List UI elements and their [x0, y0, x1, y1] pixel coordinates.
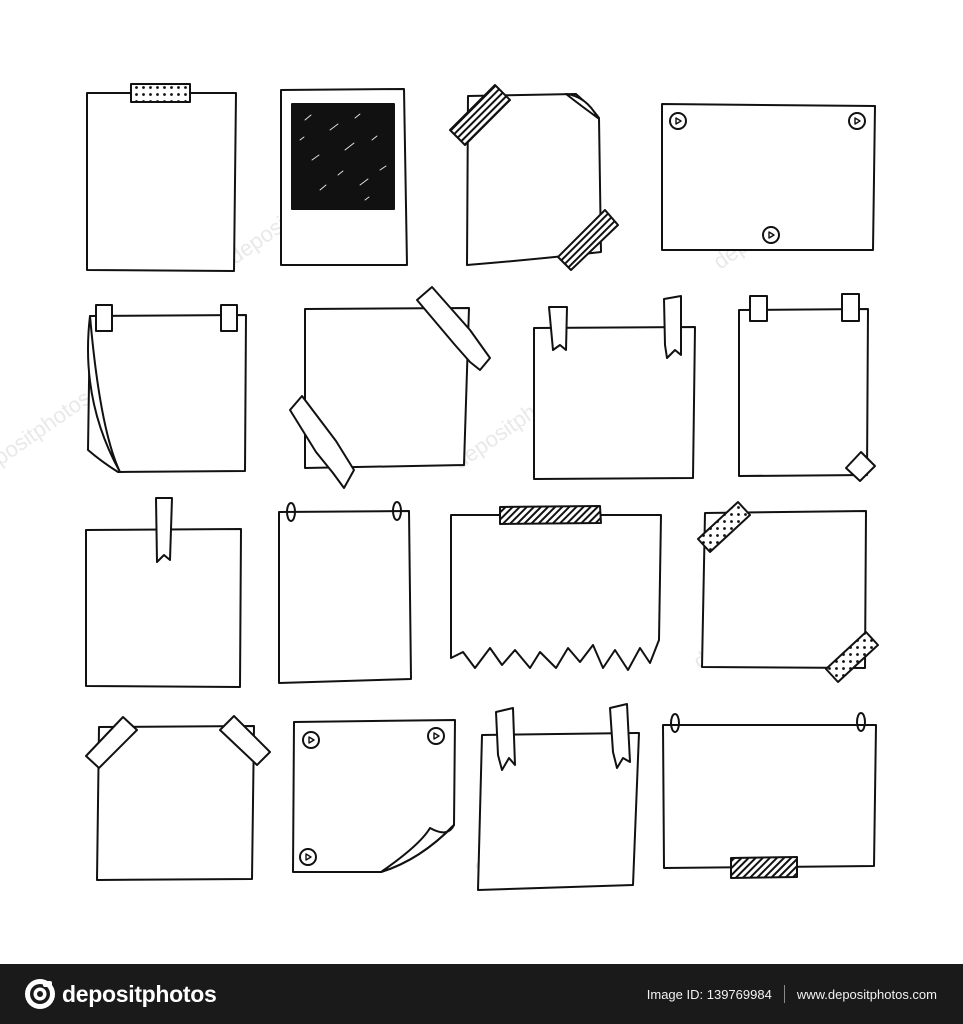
note-torn-bottom — [450, 505, 662, 671]
torn-tape — [663, 295, 682, 359]
image-id: Image ID: 139769984 — [646, 986, 772, 1002]
watermark-text: depositphotos — [0, 385, 95, 484]
note-striped-tape-corners — [449, 84, 619, 271]
polaroid-photo — [291, 103, 395, 210]
curled-corner — [87, 315, 121, 473]
polka-dot-tape — [130, 83, 191, 103]
note-single-torn-tape — [85, 497, 242, 688]
curled-corner — [565, 93, 599, 119]
striped-tape — [730, 856, 798, 879]
note-pushpins-curl — [292, 719, 456, 873]
torn-tape — [155, 497, 173, 563]
tape — [85, 716, 138, 769]
striped-tape — [557, 209, 619, 271]
note-torn-tape-diagonal — [289, 286, 491, 489]
torn-tape — [495, 707, 516, 771]
brand-logo[interactable]: depositphotos — [24, 978, 217, 1010]
camera-logo-icon — [25, 979, 55, 1009]
site-url-link[interactable]: www.depositphotos.com — [796, 986, 937, 1002]
tape-tab — [220, 304, 238, 332]
binder-ring — [670, 713, 680, 733]
torn-tape — [289, 395, 355, 489]
footer-bar: depositphotos Image ID: 139769984 www.de… — [0, 964, 963, 1024]
curled-corner — [380, 824, 455, 873]
polka-dot-tape — [825, 631, 879, 683]
tape — [219, 715, 271, 766]
torn-tape — [416, 286, 491, 371]
torn-tape — [609, 703, 631, 769]
polka-dot-tape — [697, 501, 751, 553]
pushpin-icon — [302, 731, 320, 749]
pushpin-icon — [669, 112, 687, 130]
striped-tape — [449, 84, 511, 146]
note-rings-bottom-tape — [662, 712, 877, 879]
note-curled-corner-tabs — [87, 304, 247, 473]
torn-tape — [548, 306, 568, 351]
footer-divider — [783, 985, 785, 1003]
striped-tape — [499, 505, 602, 525]
binder-ring — [286, 502, 296, 522]
illustration-canvas: depositphotos depositphotos depositphoto… — [0, 83, 879, 891]
note-two-torn-tapes — [477, 703, 640, 891]
pushpin-icon — [762, 226, 780, 244]
note-pushpins — [661, 103, 876, 251]
brand-name: depositphotos — [62, 980, 217, 1007]
note-tape-top — [86, 83, 237, 272]
footer-meta: Image ID: 139769984 www.depositphotos.co… — [647, 964, 937, 1024]
note-polaroid — [280, 88, 408, 266]
tape-tab — [841, 293, 860, 322]
pushpin-icon — [299, 848, 317, 866]
note-tape-corners — [85, 715, 271, 881]
pushpin-icon — [427, 727, 445, 745]
tape-tab — [749, 295, 768, 322]
binder-ring — [856, 712, 866, 732]
binder-ring — [392, 501, 402, 521]
pushpin-icon — [848, 112, 866, 130]
tape-tab — [95, 304, 113, 332]
tape-tab — [845, 451, 876, 482]
note-tabs-corner — [738, 293, 876, 482]
note-torn-tape-top — [533, 295, 696, 480]
note-dotted-tape-corners — [697, 501, 879, 683]
note-rings — [278, 501, 412, 684]
